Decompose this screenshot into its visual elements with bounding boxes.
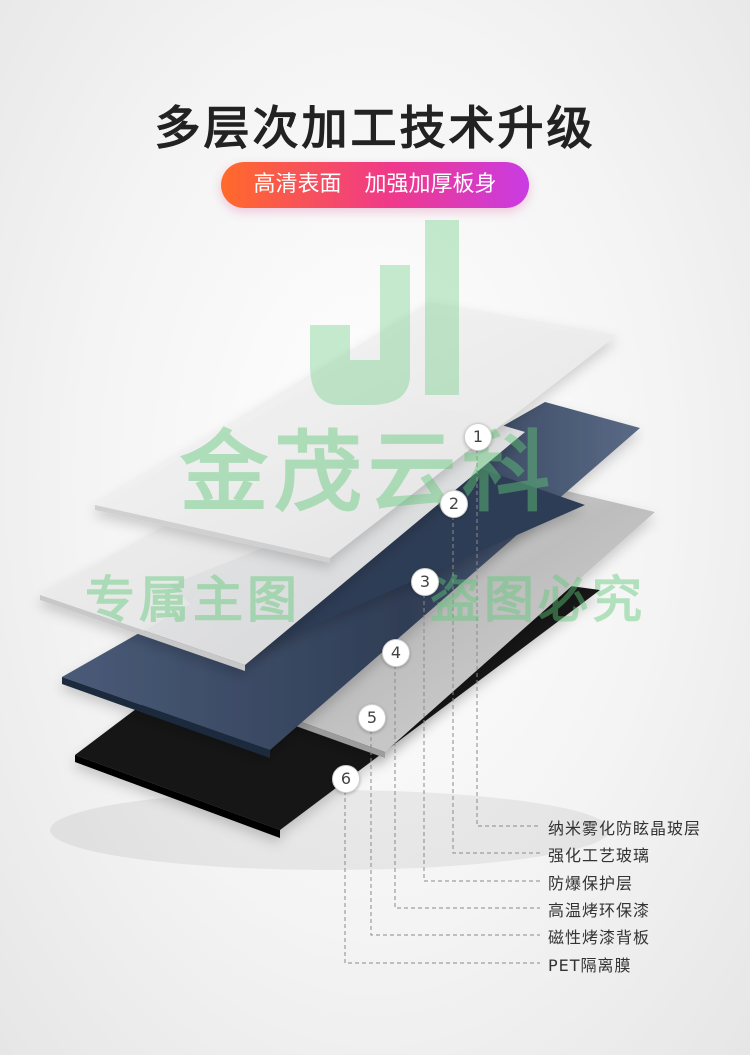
subtitle-pill: 高清表面 加强加厚板身 [221,162,529,208]
leader-lines [344,449,540,964]
leader-line-3 [423,594,540,882]
layer-label-4: 高温烤环保漆 [548,901,651,920]
layer-label-6: PET隔离膜 [548,956,632,975]
layer-label-5: 磁性烤漆背板 [548,928,651,947]
watermark-right: 盗图必究 [430,571,646,629]
subtitle-right: 加强加厚板身 [364,172,497,197]
layer-badge-4: 4 [382,639,410,667]
page-title: 多层次加工技术升级 [154,101,596,155]
ground-shadow [50,790,610,870]
layer-label-3: 防爆保护层 [548,874,634,893]
leader-line-5 [370,730,540,936]
layer-badge-1: 1 [464,423,492,451]
layer-badge-6: 6 [332,765,360,793]
layer-label-1: 纳米雾化防眩晶玻层 [548,819,702,838]
layer-nano-glass [95,302,617,563]
layer-label-2: 强化工艺玻璃 [548,846,651,865]
layer-badge-2: 2 [440,490,468,518]
layer-badge-3: 3 [411,568,439,596]
watermark-left: 专属主图 [85,571,301,629]
watermark-main: 金茂云科 [180,421,557,524]
layer-badge-5: 5 [358,704,386,732]
subtitle-left: 高清表面 [253,172,342,197]
logo-watermark-icon [310,220,459,405]
leader-line-6 [344,791,540,964]
leader-line-4 [394,665,540,909]
leader-line-2 [452,516,540,854]
